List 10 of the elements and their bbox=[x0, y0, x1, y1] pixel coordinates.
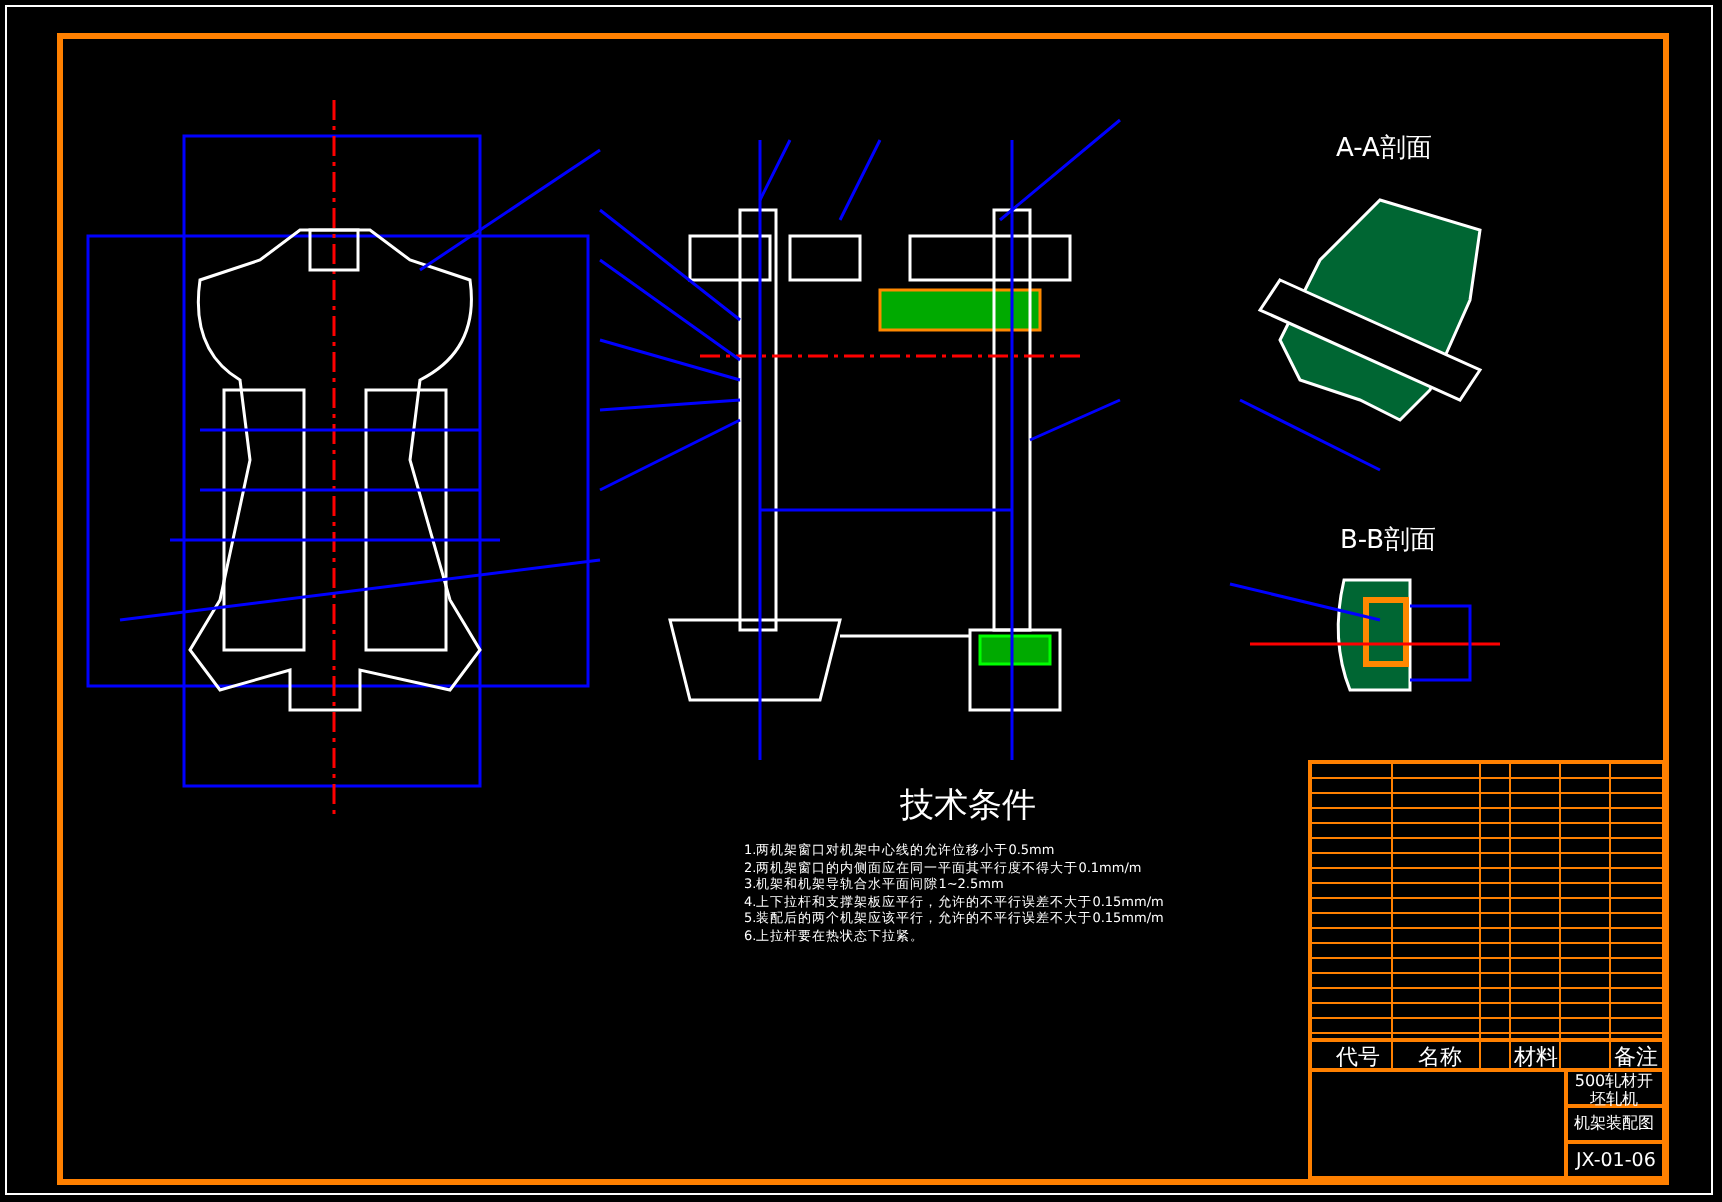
notes-heading: 技术条件 bbox=[900, 790, 1036, 824]
drawing-number: JX-01-06 bbox=[1576, 1152, 1656, 1171]
drawing-name: 500轧材开坯轧机 bbox=[1572, 1074, 1656, 1110]
table-header: 材料 bbox=[1514, 1046, 1558, 1068]
drawing-title: 机架装配图 bbox=[1574, 1116, 1654, 1132]
table-header: 备注 bbox=[1614, 1046, 1658, 1068]
table-header: 代号 bbox=[1336, 1046, 1380, 1068]
table-header: 名称 bbox=[1418, 1046, 1462, 1068]
section-title: A-A剖面 bbox=[1336, 136, 1432, 162]
section-title: B-B剖面 bbox=[1340, 528, 1437, 554]
